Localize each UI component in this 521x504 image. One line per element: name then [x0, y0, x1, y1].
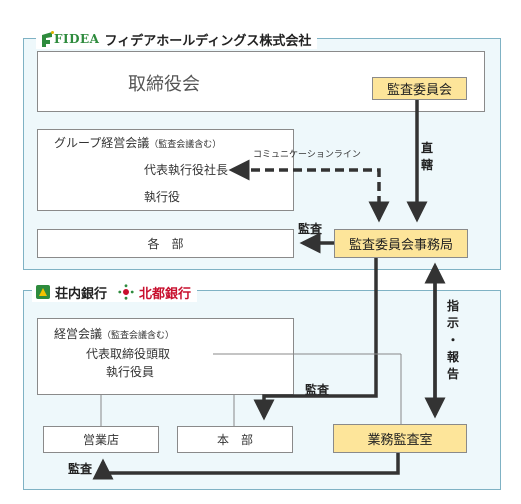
group-meeting-note: （監査会議含む）	[149, 140, 222, 150]
president-ceo-label: 代表執行役社長	[144, 163, 229, 177]
management-meeting-title: 経営会議	[54, 327, 103, 341]
audit-committee-box: 監査委員会	[372, 77, 467, 100]
management-meeting-box: 経営会議（監査会議含む） 代表取締役頭取 執行役員	[37, 318, 294, 395]
communication-line-arrow	[228, 159, 381, 219]
audit-label-bottom: 監査	[68, 462, 93, 476]
audit-head-office-arrow	[253, 258, 378, 421]
fidea-logo: FIDEA	[40, 30, 100, 48]
management-meeting-note: （監査会議含む）	[102, 331, 175, 341]
shonai-bank-name: 荘内銀行	[55, 286, 108, 302]
branches-box: 営業店	[43, 426, 159, 453]
head-office-box: 本 部	[177, 426, 293, 453]
instruction-report-label: 指示・報告	[447, 299, 460, 381]
departments-box: 各 部	[37, 229, 294, 258]
direct-control-label: 直轄	[421, 141, 434, 172]
hokuto-bank-logo-icon	[118, 284, 134, 300]
banks-header: 荘内銀行 北都銀行	[32, 282, 198, 302]
fidea-header: FIDEA フィデアホールディングス株式会社	[36, 29, 318, 49]
audit-committee-office-box: 監査委員会事務局	[334, 229, 468, 258]
internal-audit-office-box: 業務監査室	[333, 424, 467, 453]
communication-line-label: コミュニケーションライン	[253, 150, 361, 160]
fidea-leaf-icon	[42, 30, 54, 47]
executive-officers-bank-label: 執行役員	[106, 365, 155, 379]
executive-officers-label: 執行役	[144, 190, 181, 204]
internal-audit-branches-arrow	[92, 453, 400, 480]
shonai-bank-logo-icon	[36, 285, 50, 299]
audit-label-mid: 監査	[305, 383, 330, 397]
hokuto-bank-name: 北都銀行	[139, 286, 192, 302]
group-meeting-title: グループ経営会議	[54, 136, 150, 150]
president-label: 代表取締役頭取	[86, 347, 171, 361]
company-name: フィデアホールディングス株式会社	[104, 33, 312, 49]
